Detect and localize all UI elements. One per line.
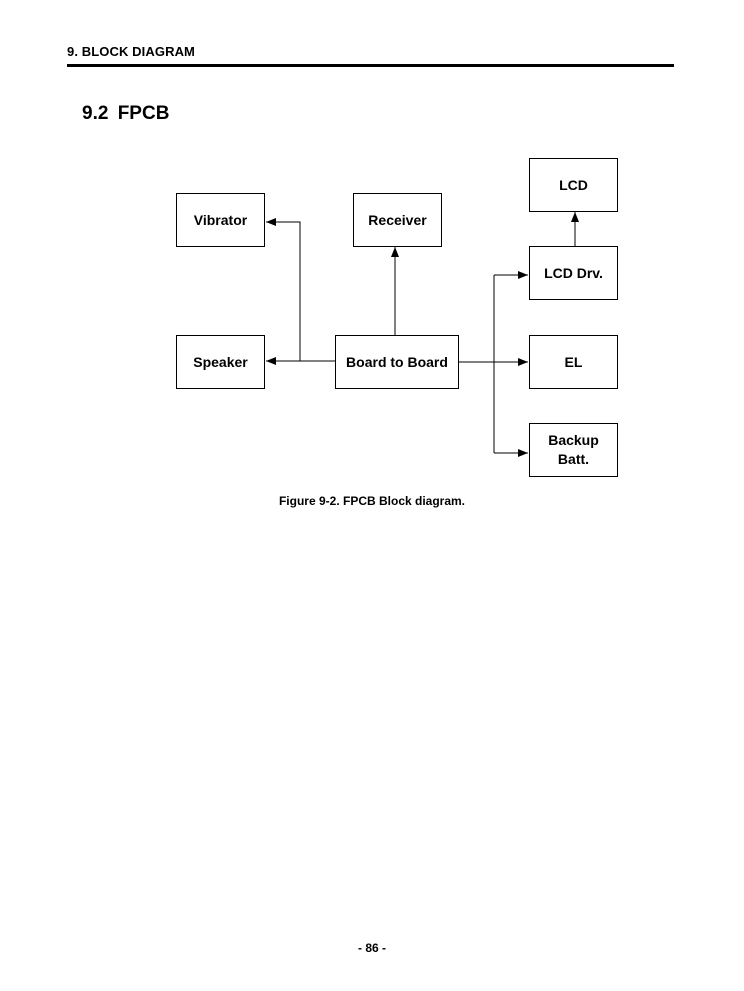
- block-lcd: LCD: [529, 158, 618, 212]
- block-board-to-board-label: Board to Board: [346, 353, 448, 370]
- block-receiver: Receiver: [353, 193, 442, 247]
- figure-caption: Figure 9-2. FPCB Block diagram.: [278, 494, 466, 508]
- header-rule: [67, 64, 674, 67]
- block-vibrator: Vibrator: [176, 193, 265, 247]
- block-board-to-board: Board to Board: [335, 335, 459, 389]
- block-backup-batt-label: Backup Batt.: [548, 432, 599, 467]
- page-number: - 86 -: [357, 941, 386, 955]
- section-header: 9. BLOCK DIAGRAM: [67, 44, 195, 59]
- block-vibrator-label: Vibrator: [193, 211, 248, 228]
- block-el-label: EL: [564, 353, 583, 370]
- block-el: EL: [529, 335, 618, 389]
- subsection-title: 9.2 FPCB: [82, 103, 170, 124]
- block-receiver-label: Receiver: [368, 211, 427, 228]
- block-backup-batt: Backup Batt.: [529, 423, 618, 477]
- block-lcd-drv: LCD Drv.: [529, 246, 618, 300]
- block-speaker-label: Speaker: [193, 353, 248, 370]
- block-lcd-label: LCD: [559, 176, 588, 193]
- block-lcd-drv-label: LCD Drv.: [544, 264, 603, 281]
- block-speaker: Speaker: [176, 335, 265, 389]
- connector-board-to-vibrator: [266, 218, 301, 361]
